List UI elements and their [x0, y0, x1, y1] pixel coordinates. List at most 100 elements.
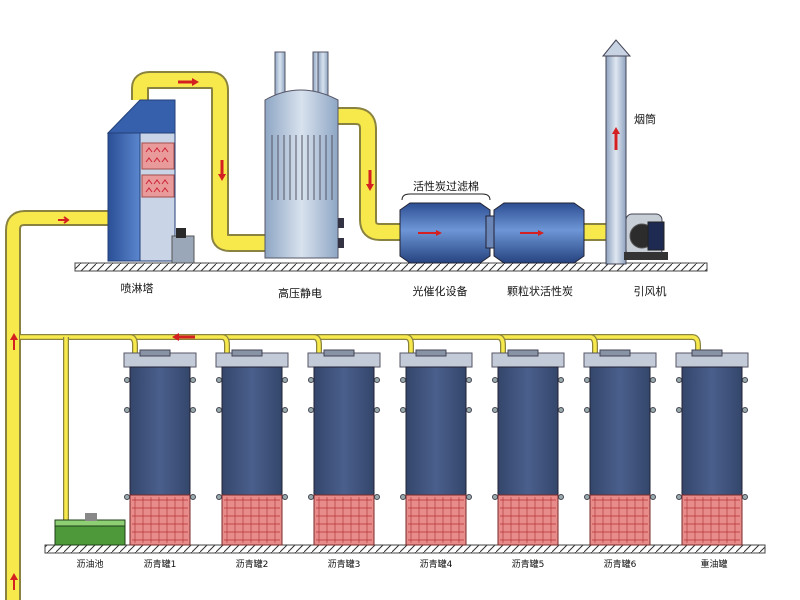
label-fan: 引风机 [634, 284, 667, 298]
induced-draft-fan [624, 213, 668, 260]
label-asphalt-tank: 沥青罐6 [604, 558, 637, 570]
tank-lug [584, 377, 590, 383]
label-bracket [401, 193, 491, 201]
tank-lug [558, 494, 564, 500]
tank-hatch [139, 349, 171, 357]
asphalt-tank [491, 349, 565, 546]
tank-lug [308, 494, 314, 500]
tank-hatch [415, 349, 447, 357]
tank-hatch [323, 349, 355, 357]
label-asphalt-tank: 沥青罐2 [236, 558, 269, 570]
tank-labels: 沥青罐1 沥青罐2 沥青罐3 沥青罐4 沥青罐5 沥青罐6 [144, 558, 637, 570]
tank-lug [676, 407, 682, 413]
tank-heating-zone [497, 494, 559, 546]
tank-lug [584, 494, 590, 500]
asphalt-tank [583, 349, 657, 546]
tank-lug [650, 494, 656, 500]
tank-branch-pipes [129, 334, 598, 353]
tank-lug [466, 377, 472, 383]
spray-tower [106, 99, 195, 264]
tank-lug [216, 377, 222, 383]
chimney [601, 39, 632, 265]
tank-lug [742, 377, 748, 383]
tank-body [497, 366, 559, 496]
tank-lug [282, 407, 288, 413]
tank-lug [466, 494, 472, 500]
tank-body [129, 366, 191, 496]
photocatalysis-unit [399, 202, 497, 264]
label-asphalt-tank: 沥青罐4 [420, 558, 453, 570]
tank-lug [400, 494, 406, 500]
tank-heating-zone [221, 494, 283, 546]
asphalt-tank [215, 349, 289, 546]
label-asphalt-tank: 沥青罐5 [512, 558, 545, 570]
label-photocatalysis: 光催化设备 [413, 284, 468, 298]
label-heavy-oil-tank: 重油罐 [700, 558, 727, 570]
tank-hatch [231, 349, 263, 357]
tank-heating-zone [313, 494, 375, 546]
duct-network [5, 71, 701, 600]
tank-lug [308, 377, 314, 383]
tank-heating-zone [405, 494, 467, 546]
tank-lug [216, 407, 222, 413]
heavy-oil-tank [675, 349, 749, 546]
label-asphalt-tank: 沥青罐3 [328, 558, 361, 570]
tank-lug [558, 377, 564, 383]
tank-lug [374, 407, 380, 413]
tank-lug [492, 494, 498, 500]
tank-lug [492, 407, 498, 413]
tank-lug [742, 494, 748, 500]
label-chimney: 烟筒 [634, 112, 656, 126]
tank-lug [190, 407, 196, 413]
tank-heating-zone [129, 494, 191, 546]
tank-body [681, 366, 743, 496]
tank-lug [190, 494, 196, 500]
label-esp: 高压静电 [278, 286, 322, 300]
flow-arrows [10, 78, 620, 590]
tank-lug [124, 377, 130, 383]
tank-lug [124, 494, 130, 500]
tank-lug [650, 407, 656, 413]
tanks-layer [123, 349, 749, 546]
tank-lug [216, 494, 222, 500]
tank-lug [190, 377, 196, 383]
label-granular-carbon: 颗粒状活性炭 [507, 284, 573, 298]
tank-lug [282, 494, 288, 500]
tank-lug [400, 377, 406, 383]
tank-lug [742, 407, 748, 413]
tank-lug [466, 407, 472, 413]
tank-hatch [599, 349, 631, 357]
tank-body [221, 366, 283, 496]
tank-body [405, 366, 467, 496]
tank-lug [558, 407, 564, 413]
asphalt-tank [123, 349, 197, 546]
lower-ground [44, 544, 766, 554]
tank-lug [400, 407, 406, 413]
tank-lug [676, 494, 682, 500]
upper-ground [74, 262, 708, 272]
tank-lug [282, 377, 288, 383]
tank-lug [308, 407, 314, 413]
tank-heating-zone [681, 494, 743, 546]
tank-lug [584, 407, 590, 413]
label-asphalt-tank: 沥青罐1 [144, 558, 177, 570]
asphalt-tank [399, 349, 473, 546]
tank-hatch [507, 349, 539, 357]
asphalt-tank [307, 349, 381, 546]
label-carbon-filter-cotton: 活性炭过滤棉 [413, 179, 479, 193]
tank-heating-zone [589, 494, 651, 546]
tank-lug [374, 377, 380, 383]
label-oil-pool: 沥油池 [76, 558, 103, 570]
tank-lug [374, 494, 380, 500]
tank-lug [676, 377, 682, 383]
label-spray-tower: 喷淋塔 [121, 282, 154, 295]
esp-unit [264, 51, 344, 259]
tank-hatch [691, 349, 723, 357]
tank-lug [492, 377, 498, 383]
tank-body [589, 366, 651, 496]
tank-lug [124, 407, 130, 413]
oil-pool [54, 513, 126, 546]
tank-lug [650, 377, 656, 383]
tank-body [313, 366, 375, 496]
